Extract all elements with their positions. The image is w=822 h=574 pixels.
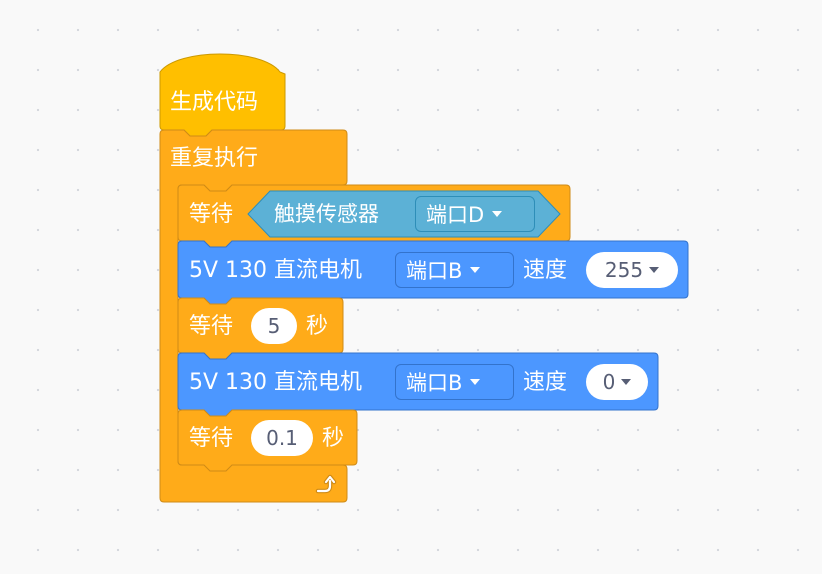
- wait-1-seconds-input[interactable]: 5: [251, 308, 297, 344]
- loop-label: 重复执行: [170, 146, 259, 171]
- motor-2-label: 5V 130 直流电机: [189, 370, 363, 395]
- chevron-down-icon: [492, 211, 503, 217]
- sensor-port-value: 端口D: [426, 203, 485, 227]
- motor-2-port-value: 端口B: [406, 371, 463, 395]
- wait-2-seconds-input[interactable]: 0.1: [251, 420, 313, 456]
- motor-1-port-value: 端口B: [406, 259, 463, 283]
- hat-block[interactable]: [159, 53, 286, 137]
- chevron-down-icon: [621, 379, 632, 385]
- motor-1-speed-value: 255: [604, 258, 644, 282]
- sensor-label: 触摸传感器: [274, 202, 379, 226]
- sensor-port-dropdown[interactable]: 端口D: [415, 196, 535, 232]
- motor-1-speed-label: 速度: [523, 258, 568, 283]
- motor-2-speed-dropdown[interactable]: 0: [586, 364, 648, 400]
- wait-2-seconds-value: 0.1: [266, 426, 298, 450]
- motor-1-port-dropdown[interactable]: 端口B: [395, 252, 514, 288]
- motor-2-speed-value: 0: [602, 370, 616, 394]
- wait-1-unit: 秒: [306, 314, 329, 339]
- wait-1-label: 等待: [189, 314, 234, 339]
- hat-label: 生成代码: [170, 90, 259, 115]
- wait-2-unit: 秒: [322, 426, 345, 451]
- wait-until-label: 等待: [189, 202, 234, 227]
- chevron-down-icon: [470, 379, 481, 385]
- chevron-down-icon: [649, 267, 660, 273]
- motor-1-label: 5V 130 直流电机: [189, 258, 363, 283]
- motor-2-speed-label: 速度: [523, 370, 568, 395]
- chevron-down-icon: [470, 267, 481, 273]
- motor-1-speed-dropdown[interactable]: 255: [586, 252, 678, 288]
- wait-1-seconds-value: 5: [267, 314, 281, 338]
- motor-2-port-dropdown[interactable]: 端口B: [395, 364, 514, 400]
- wait-2-label: 等待: [189, 426, 234, 451]
- loop-arrow-icon: [315, 474, 337, 494]
